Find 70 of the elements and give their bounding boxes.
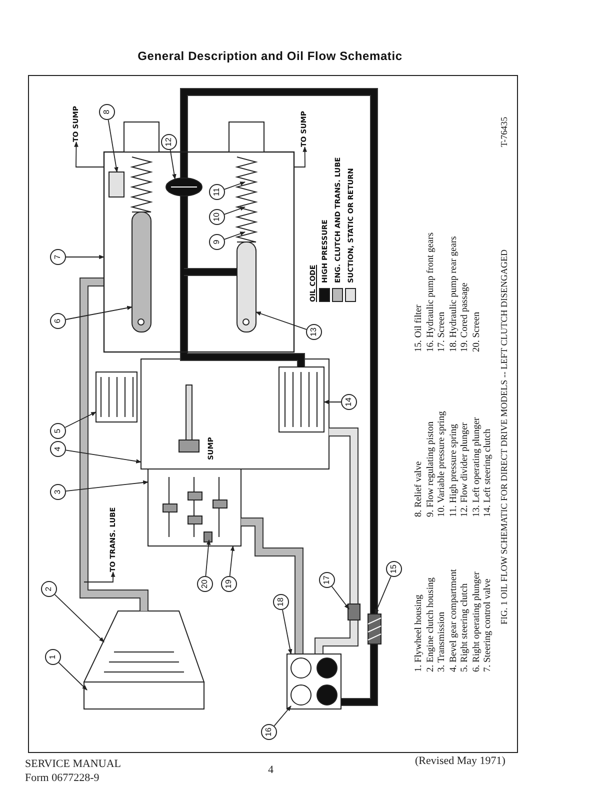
parts-list-item: 11. High pressure spring bbox=[448, 424, 460, 517]
leader-line bbox=[256, 312, 307, 330]
parts-list-item: 17. Screen bbox=[437, 312, 448, 352]
leader-line bbox=[282, 609, 292, 655]
leader-line bbox=[108, 119, 118, 173]
parts-list-item: 13. Left operating plunger bbox=[472, 417, 482, 517]
parts-list-item: 4. Bevel gear compartment bbox=[448, 569, 460, 672]
parts-list-item: 18. Hydraulic pump rear gears bbox=[448, 236, 460, 352]
callout-number: 8 bbox=[99, 104, 115, 120]
parts-list-item: 14. Left steering clutch bbox=[483, 428, 494, 517]
callout-number: 11 bbox=[209, 184, 225, 200]
parts-list-item: 6. Right operating plunger bbox=[472, 572, 482, 672]
footer-text: Form 0677228-9 bbox=[25, 772, 100, 784]
leader-line bbox=[54, 594, 104, 642]
leader-line bbox=[224, 206, 246, 215]
callout-number: 17 bbox=[319, 572, 335, 588]
leader-line bbox=[374, 576, 392, 614]
callout-number: 14 bbox=[341, 394, 357, 410]
parts-list-item: 7. Steering control valve bbox=[483, 578, 494, 672]
leader-line bbox=[64, 412, 96, 428]
parts-list-item: 19. Cored passage bbox=[460, 282, 471, 352]
callout-number: 13 bbox=[306, 324, 322, 340]
leader-line bbox=[58, 662, 88, 690]
leader-line bbox=[274, 706, 292, 726]
figure-number: T-76435 bbox=[499, 116, 509, 147]
leader-line bbox=[205, 539, 211, 576]
callout-number: 16 bbox=[261, 724, 277, 740]
parts-list-item: 1. Flywheel housing bbox=[414, 594, 425, 672]
parts-list-item: 9. Flow regulating piston bbox=[426, 421, 436, 517]
leader-line bbox=[66, 480, 149, 492]
parts-list-item: 15. Oil filter bbox=[414, 304, 425, 352]
callout-number: 4 bbox=[50, 441, 66, 457]
parts-list-item: 10. Variable pressure spring bbox=[437, 411, 448, 517]
leader-line bbox=[66, 254, 105, 260]
callout-number: 6 bbox=[50, 313, 66, 329]
footer-text: (Revised May 1971) bbox=[415, 755, 506, 767]
callout-number: 1 bbox=[45, 649, 61, 665]
callout-number: 12 bbox=[161, 134, 177, 150]
callout-number: 3 bbox=[50, 484, 66, 500]
parts-list-item: 5. Right steering clutch bbox=[460, 583, 471, 672]
parts-list-item: 2. Engine clutch housing bbox=[426, 578, 436, 672]
callout-number: 9 bbox=[209, 234, 225, 250]
callout-number: 20 bbox=[197, 576, 213, 592]
callout-number: 2 bbox=[41, 581, 57, 597]
flow-arrow bbox=[294, 146, 307, 168]
figure-caption: FIG. 1 OIL FLOW SCHEMATIC FOR DIRECT DRIVE MODELS -- LEFT CLUTCH DISENGAGED bbox=[499, 248, 509, 626]
page-number: 4 bbox=[268, 764, 274, 776]
parts-list-item: 12. Flow divider plunger bbox=[460, 422, 471, 517]
footer-text: SERVICE MANUAL bbox=[25, 758, 121, 770]
callout-number: 10 bbox=[209, 209, 225, 225]
callout-number: 5 bbox=[50, 423, 66, 439]
leader-line bbox=[65, 450, 142, 464]
leader-line bbox=[331, 586, 350, 610]
leader-line bbox=[170, 149, 176, 180]
flow-arrow bbox=[74, 141, 104, 168]
leader-line bbox=[224, 232, 246, 240]
leader-line bbox=[323, 400, 342, 404]
parts-list-item: 3. Transmission bbox=[437, 612, 448, 672]
parts-list-item: 20. Screen bbox=[472, 312, 482, 352]
page-title: General Description and Oil Flow Schematic bbox=[136, 49, 404, 63]
callout-number: 19 bbox=[221, 576, 237, 592]
callout-number: 18 bbox=[273, 594, 289, 610]
leader-line bbox=[224, 182, 246, 190]
leader-line bbox=[229, 545, 235, 576]
callout-number: 15 bbox=[386, 561, 402, 577]
callout-number: 7 bbox=[50, 249, 66, 265]
flow-arrow bbox=[84, 571, 116, 582]
leader-line bbox=[65, 306, 133, 320]
parts-list-item: 8. Relief valve bbox=[414, 461, 425, 517]
parts-list-item: 16. Hydraulic pump front gears bbox=[426, 232, 436, 352]
